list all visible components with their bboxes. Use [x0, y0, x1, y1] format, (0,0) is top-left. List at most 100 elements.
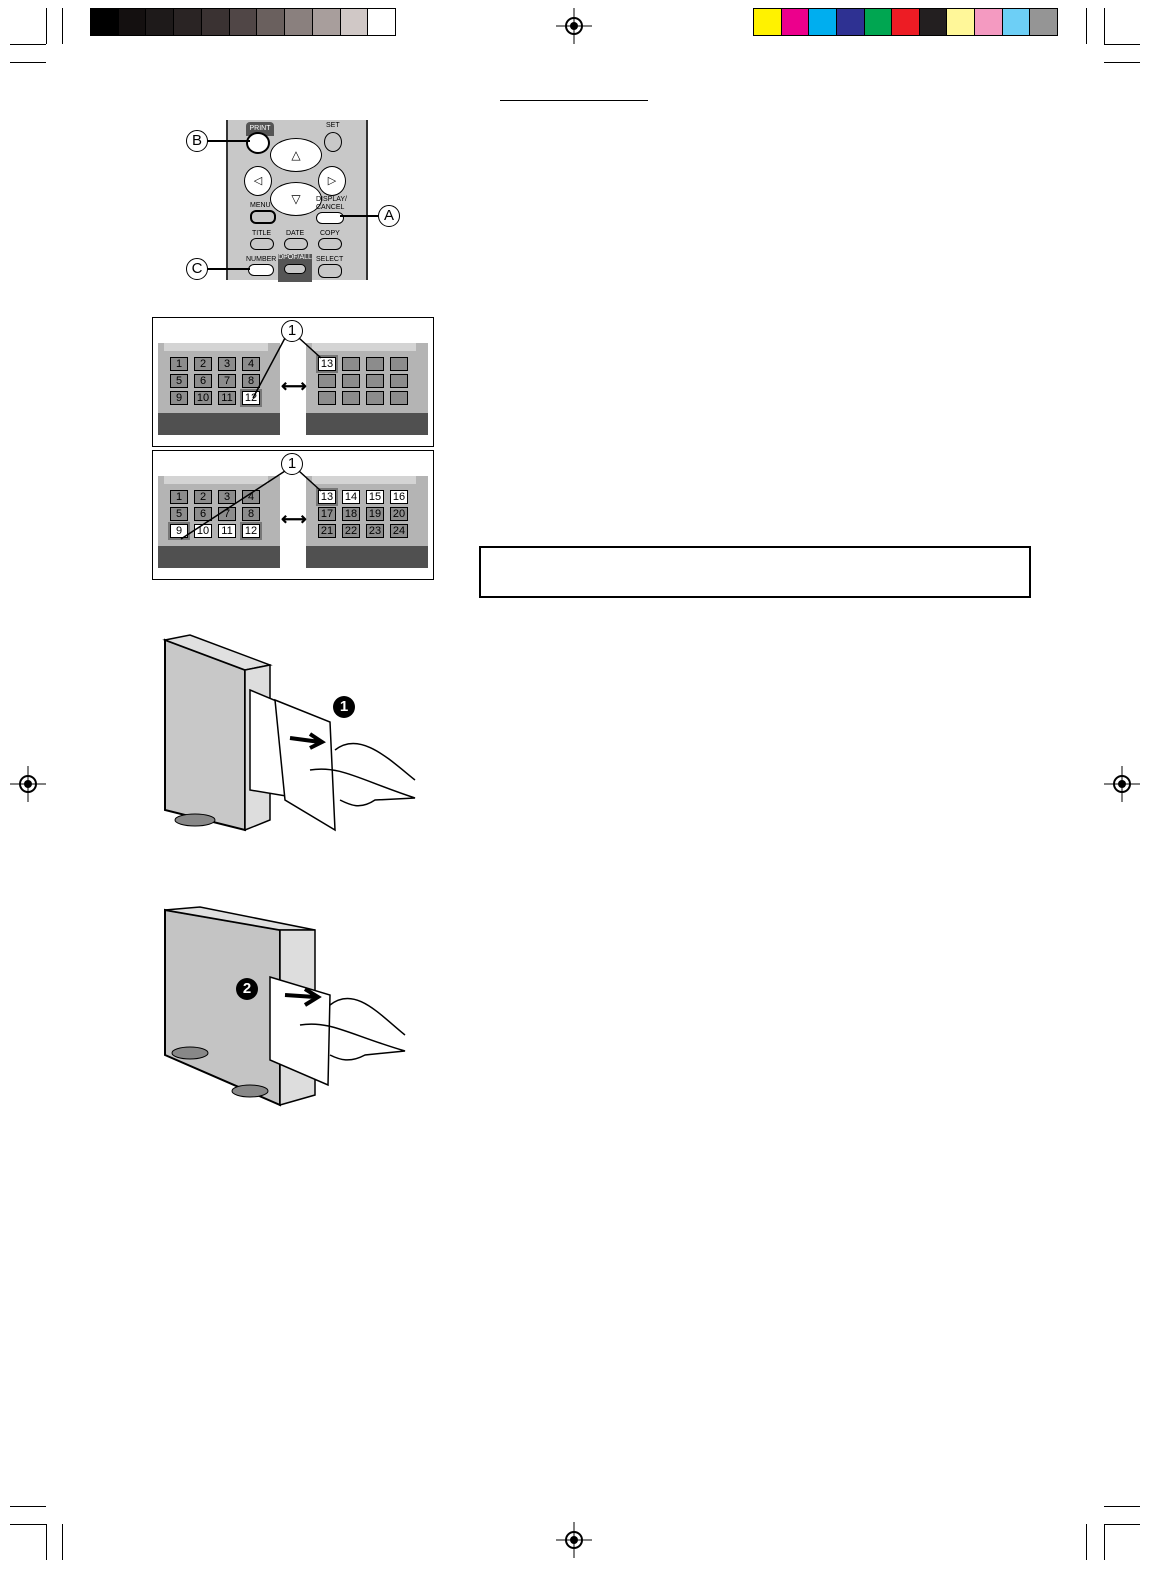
thumbnail-tile: 13 [316, 488, 338, 506]
gray-patch [312, 9, 341, 35]
crop-mark [1086, 1524, 1087, 1560]
thumbnail-tile: 11 [218, 524, 236, 538]
thumbnail-tile: 18 [342, 507, 360, 521]
right-button[interactable]: ▷ [318, 166, 346, 196]
thumbnail-tile: 24 [390, 524, 408, 538]
color-patch [864, 9, 893, 35]
screen-footer [158, 413, 280, 435]
note-box [479, 546, 1031, 598]
dpof-all-button[interactable] [284, 264, 306, 274]
callout-c: C [186, 258, 208, 280]
color-patch [809, 9, 837, 35]
set-button[interactable] [324, 132, 342, 152]
title-label: TITLE [252, 230, 272, 237]
thumbnail-tile: 7 [218, 507, 236, 521]
color-patch [1030, 9, 1058, 35]
thumbnail-tile: 4 [242, 490, 260, 504]
thumbnail-tile: 8 [242, 507, 260, 521]
gray-patch [146, 9, 175, 35]
heading-rule [500, 100, 648, 101]
step-1-marker: 1 [333, 696, 355, 718]
callout-1: 1 [281, 320, 303, 342]
crop-mark [46, 8, 47, 44]
grayscale-color-bar [90, 8, 396, 36]
thumbnail-tile: 21 [318, 524, 336, 538]
title-button[interactable] [250, 238, 274, 250]
thumbnail-tile: 9 [170, 391, 188, 405]
crop-mark [1086, 8, 1087, 44]
thumbnail-tile: 4 [242, 357, 260, 371]
thumbnail-tile: 3 [218, 357, 236, 371]
registration-mark-icon [10, 766, 46, 802]
print-button[interactable] [246, 132, 270, 154]
crop-mark [10, 1524, 46, 1525]
screen-footer [306, 413, 428, 435]
gray-patch [257, 9, 286, 35]
crop-mark [46, 1524, 47, 1560]
thumbnail-tile: 14 [342, 490, 360, 504]
switch-arrow-icon: ⟷ [281, 509, 307, 529]
left-button[interactable]: ◁ [244, 166, 272, 196]
screen-header [164, 476, 268, 484]
callout-a: A [378, 205, 400, 227]
thumbnail-tile [390, 357, 408, 371]
gray-patch [229, 9, 258, 35]
number-label: NUMBER [246, 256, 277, 263]
color-patch [947, 9, 976, 35]
gray-patch [118, 9, 147, 35]
thumbnail-tile: 12 [240, 389, 262, 407]
crop-mark [1104, 1506, 1140, 1507]
up-button[interactable]: △ [270, 138, 322, 172]
thumbnail-tile [342, 374, 360, 388]
screen-right: 13 [306, 343, 428, 435]
thumbnail-tile [366, 391, 384, 405]
gray-patch [201, 9, 230, 35]
screen-footer [306, 546, 428, 568]
color-patch [975, 9, 1003, 35]
thumbnail-tile [342, 391, 360, 405]
select-label: SELECT [316, 256, 344, 263]
crop-mark [1104, 44, 1140, 45]
crop-mark [10, 44, 46, 45]
thumbnail-tile: 6 [194, 507, 212, 521]
crop-mark [10, 62, 46, 63]
date-button[interactable] [284, 238, 308, 250]
thumbnail-tile: 13 [316, 355, 338, 373]
thumbnail-tile [390, 391, 408, 405]
crop-mark [10, 1506, 46, 1507]
thumbnail-tile: 9 [168, 522, 190, 540]
thumbnail-tile: 5 [170, 374, 188, 388]
thumbnail-tile: 20 [390, 507, 408, 521]
thumbnail-tile: 10 [194, 524, 212, 538]
leader-line [206, 268, 250, 270]
callout-1: 1 [281, 453, 303, 475]
registration-mark-icon [556, 1522, 592, 1558]
thumbnail-tile: 16 [390, 490, 408, 504]
process-color-bar [753, 8, 1058, 36]
thumbnail-tile: 11 [218, 391, 236, 405]
copy-button[interactable] [318, 238, 342, 250]
set-label: SET [326, 122, 340, 129]
down-button[interactable]: ▽ [270, 182, 322, 216]
number-button[interactable] [248, 264, 274, 276]
crop-mark [1104, 1524, 1105, 1560]
thumbnail-tile [366, 357, 384, 371]
gray-patch [368, 9, 396, 35]
registration-mark-icon [1104, 766, 1140, 802]
switch-arrow-icon: ⟷ [281, 376, 307, 396]
thumbnail-tile [366, 374, 384, 388]
thumbnail-tile: 12 [240, 522, 262, 540]
crop-mark [1104, 8, 1105, 44]
menu-label: MENU [250, 202, 271, 209]
thumbnail-tile [390, 374, 408, 388]
select-button[interactable] [318, 264, 342, 278]
display-cancel-button[interactable] [316, 212, 344, 224]
menu-button[interactable] [250, 210, 276, 224]
color-patch [781, 9, 810, 35]
crop-mark [1104, 62, 1140, 63]
color-patch [754, 9, 782, 35]
